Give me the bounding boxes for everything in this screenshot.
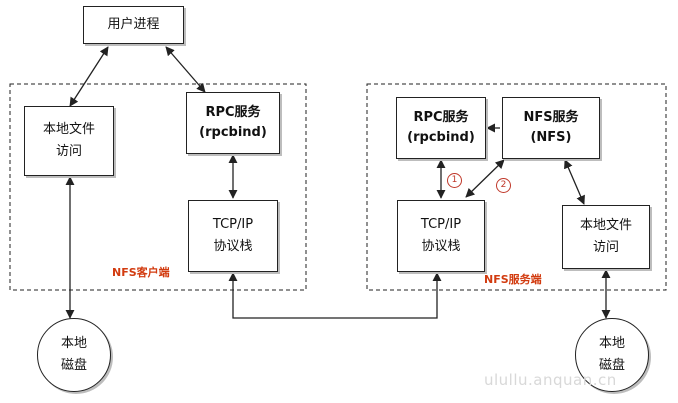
server-nfs-service-box: NFS服务 (NFS) — [502, 97, 600, 159]
user-process-label: 用户进程 — [107, 17, 160, 32]
client-rpc-service-line1: RPC服务 — [205, 105, 261, 120]
server-tcpip-line1: TCP/IP — [420, 217, 462, 232]
watermark-text: ulullu.anquan.cn — [484, 371, 617, 389]
client-local-file-access-box: 本地文件 访问 — [24, 106, 114, 176]
server-local-disk-line2: 磁盘 — [598, 358, 625, 373]
user-process-box: 用户进程 — [83, 6, 184, 44]
client-tcpip-line2: 协议栈 — [213, 239, 253, 254]
client-rpc-service-line2: (rpcbind) — [199, 125, 267, 140]
server-tcpip-line2: 协议栈 — [421, 239, 461, 254]
client-local-disk-line2: 磁盘 — [60, 358, 87, 373]
server-rpc-service-line2: (rpcbind) — [407, 130, 475, 145]
server-region-label: NFS服务端 — [484, 273, 542, 286]
server-rpc-service-line1: RPC服务 — [413, 110, 469, 125]
server-local-file-access-line1: 本地文件 — [579, 218, 632, 233]
client-region-label: NFS客户端 — [112, 266, 170, 279]
arrow-nfs-to-local-file — [564, 159, 585, 205]
client-region-boundary — [9, 83, 307, 291]
client-rpc-service-box: RPC服务 (rpcbind) — [186, 92, 280, 154]
arrow-nfs-to-tcpip — [465, 159, 505, 198]
client-local-file-access-line2: 访问 — [55, 144, 82, 159]
arrow-user-to-rpc — [165, 46, 206, 93]
server-local-file-access-box: 本地文件 访问 — [562, 205, 650, 269]
step-marker-1: 1 — [447, 173, 462, 188]
client-local-file-access-line1: 本地文件 — [42, 122, 95, 137]
server-local-disk-line1: 本地 — [598, 336, 625, 351]
server-local-file-access-line2: 访问 — [592, 240, 619, 255]
client-local-disk-line1: 本地 — [60, 336, 87, 351]
server-nfs-service-line2: (NFS) — [530, 130, 572, 145]
link-tcpip-client-server — [228, 272, 442, 319]
server-tcpip-stack-box: TCP/IP 协议栈 — [397, 200, 485, 272]
client-tcpip-stack-box: TCP/IP 协议栈 — [188, 200, 278, 272]
client-local-disk: 本地 磁盘 — [37, 318, 111, 392]
server-region-boundary — [366, 83, 667, 291]
server-local-disk: 本地 磁盘 — [575, 318, 649, 392]
server-rpc-service-box: RPC服务 (rpcbind) — [396, 97, 486, 159]
arrow-user-to-local-file — [69, 46, 109, 107]
server-nfs-service-line1: NFS服务 — [523, 110, 579, 125]
client-tcpip-line1: TCP/IP — [212, 217, 254, 232]
step-marker-2: 2 — [496, 178, 511, 193]
